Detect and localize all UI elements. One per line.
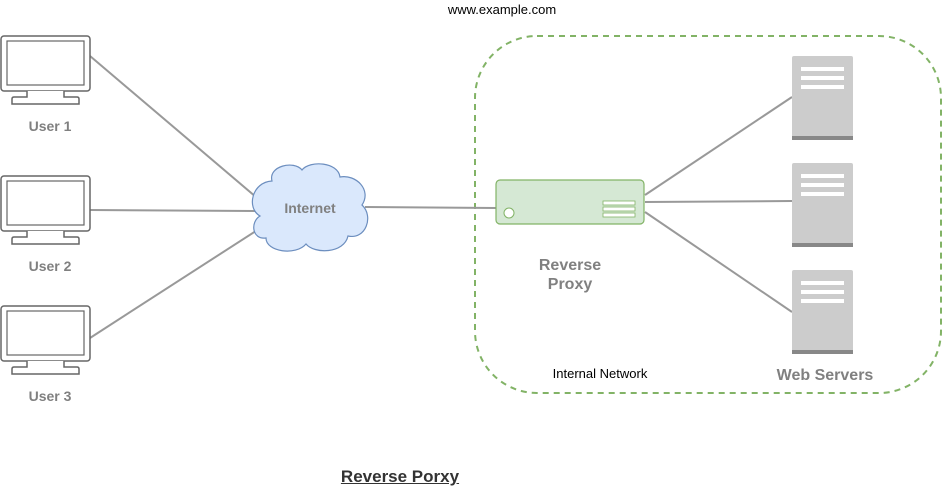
connector-user1-internet	[89, 55, 257, 198]
diagram-title: Reverse Porxy	[340, 467, 460, 486]
user-1-label: User 1	[28, 118, 72, 134]
server-icon	[792, 270, 853, 354]
server-icon	[792, 163, 853, 247]
network-appliance-icon	[495, 179, 645, 225]
connector-proxy-server1	[644, 96, 793, 196]
connector-internet-proxy	[364, 206, 497, 209]
monitor-icon	[0, 175, 91, 245]
connector-proxy-server2	[644, 200, 793, 203]
connector-user2-internet	[89, 209, 259, 212]
internet-label: Internet	[284, 200, 336, 216]
connectors	[89, 55, 793, 339]
user-2-label: User 2	[28, 258, 72, 274]
connector-proxy-server3	[644, 211, 793, 313]
connector-user3-internet	[89, 226, 263, 339]
monitor-icon	[0, 35, 91, 105]
cloud-icon	[251, 163, 369, 252]
domain-label: www.example.com	[447, 2, 557, 17]
monitor-icon	[0, 305, 91, 375]
internal-network-boundary	[474, 35, 942, 394]
web-servers-label: Web Servers	[776, 367, 874, 384]
user-3-label: User 3	[28, 388, 72, 404]
reverse-proxy-label: Reverse Proxy	[538, 257, 602, 293]
internal-network-label: Internal Network	[552, 366, 648, 381]
server-icon	[792, 56, 853, 140]
